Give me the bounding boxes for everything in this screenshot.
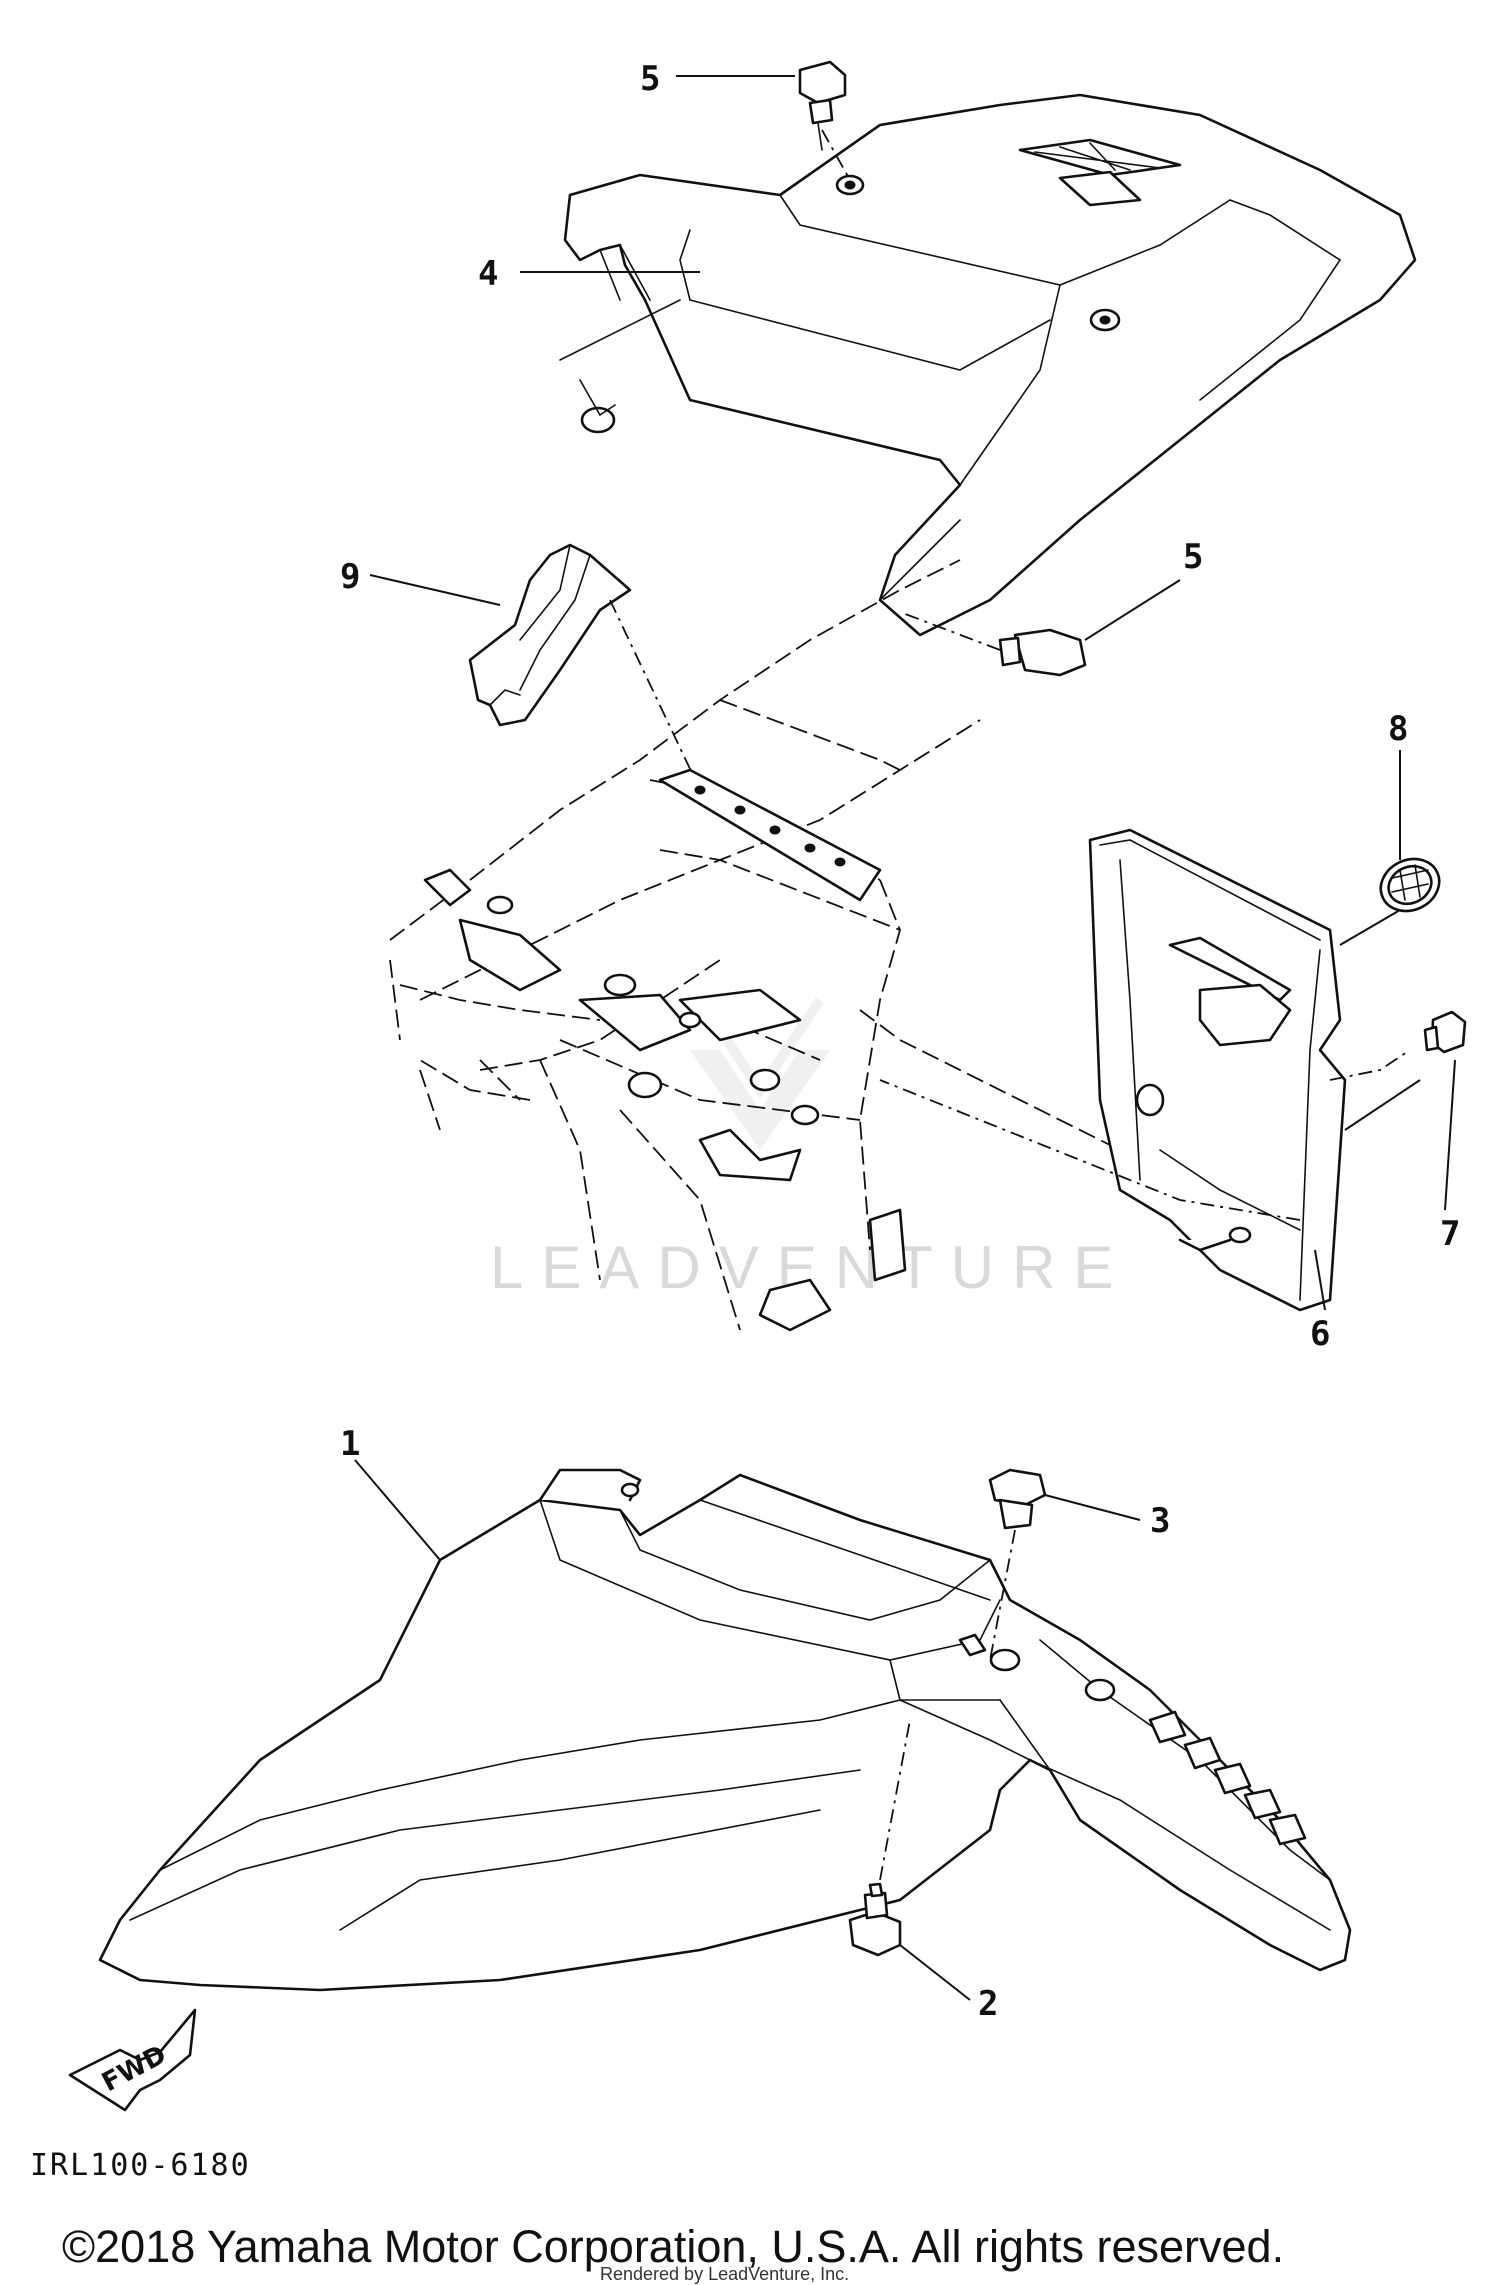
bolt-part-7 (1344, 1010, 1467, 1131)
callout-4: 4 (478, 254, 498, 294)
nut-part-3 (988, 1468, 1047, 1661)
grommet-part-8 (1339, 857, 1441, 946)
callout-1: 1 (340, 1424, 360, 1464)
side-cover-part-6 (879, 828, 1411, 1312)
rear-fender-cover (559, 93, 1417, 637)
callout-5-top: 5 (640, 59, 660, 99)
callout-8: 8 (1388, 709, 1408, 749)
leader-5-side (1084, 579, 1181, 641)
bolt-part-2 (848, 1719, 911, 1957)
leader-2 (899, 1944, 971, 2001)
fwd-arrow-icon: FWD (68, 2008, 197, 2112)
front-fender-part-1 (98, 1468, 1352, 1992)
callout-5-side: 5 (1183, 537, 1203, 577)
leader-9 (369, 574, 501, 606)
callout-9: 9 (340, 557, 360, 597)
leader-6 (1314, 1249, 1326, 1311)
leader-lines (354, 75, 1456, 2001)
leader-1 (354, 1459, 441, 1561)
callout-2: 2 (978, 1984, 998, 2024)
frame-outline (389, 559, 1141, 1332)
copyright-text: ©2018 Yamaha Motor Corporation, U.S.A. A… (62, 2221, 1284, 2272)
callout-3: 3 (1150, 1501, 1170, 1541)
bracket-part-9 (468, 543, 701, 791)
bolt-5-top (798, 60, 851, 181)
callout-6: 6 (1310, 1314, 1330, 1354)
callout-7: 7 (1440, 1214, 1460, 1254)
diagram-code: IRL100-6180 (30, 2148, 251, 2183)
bolt-5-side (899, 611, 1087, 677)
leader-3 (1044, 1494, 1141, 1521)
leader-7 (1444, 1059, 1456, 1211)
rendered-by-text: Rendered by LeadVenture, Inc. (600, 2264, 849, 2284)
